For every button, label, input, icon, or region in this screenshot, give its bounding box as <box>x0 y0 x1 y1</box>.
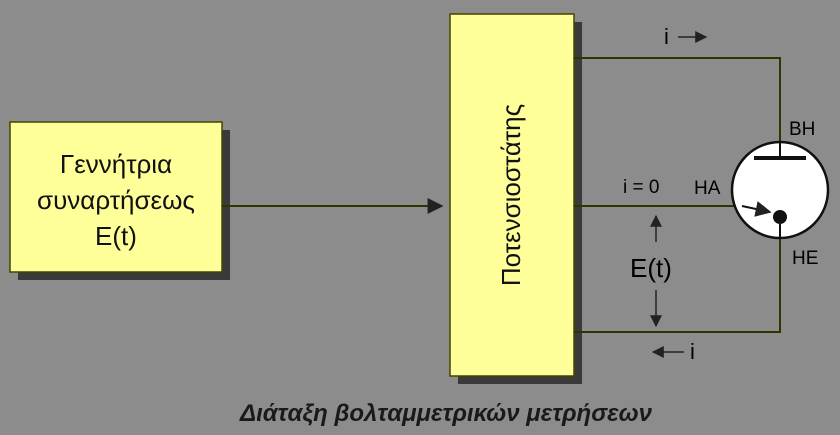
current-label-top: i <box>664 24 669 49</box>
electrochemical-cell <box>730 140 830 240</box>
generator-label-line1: Γεννήτρια <box>60 149 172 179</box>
potentiostat-box: Ποτενσιοστάτης <box>449 13 582 384</box>
zero-current-label: i = 0 <box>623 177 659 198</box>
potential-label: E(t) <box>630 253 672 283</box>
work-electrode-label: ΗΕ <box>792 248 818 269</box>
function-generator-box: Γεννήτρια συναρτήσεως E(t) <box>9 121 230 280</box>
current-label-bottom: i <box>690 339 695 364</box>
aux-electrode-label: ΒΗ <box>789 119 815 140</box>
aux-electrode-wire <box>574 57 781 142</box>
ref-electrode-label: ΗΑ <box>694 178 721 199</box>
generator-label-line2: συναρτήσεως <box>37 185 195 215</box>
generator-label-line3: E(t) <box>95 221 137 251</box>
diagram-caption: Διάταξη βολταμμετρικών μετρήσεων <box>239 400 653 427</box>
reference-electrode-tip <box>741 201 772 217</box>
wires <box>222 57 781 333</box>
work-electrode-wire <box>574 236 781 333</box>
potentiostat-label: Ποτενσιοστάτης <box>496 104 526 286</box>
working-electrode-drop <box>773 210 787 224</box>
